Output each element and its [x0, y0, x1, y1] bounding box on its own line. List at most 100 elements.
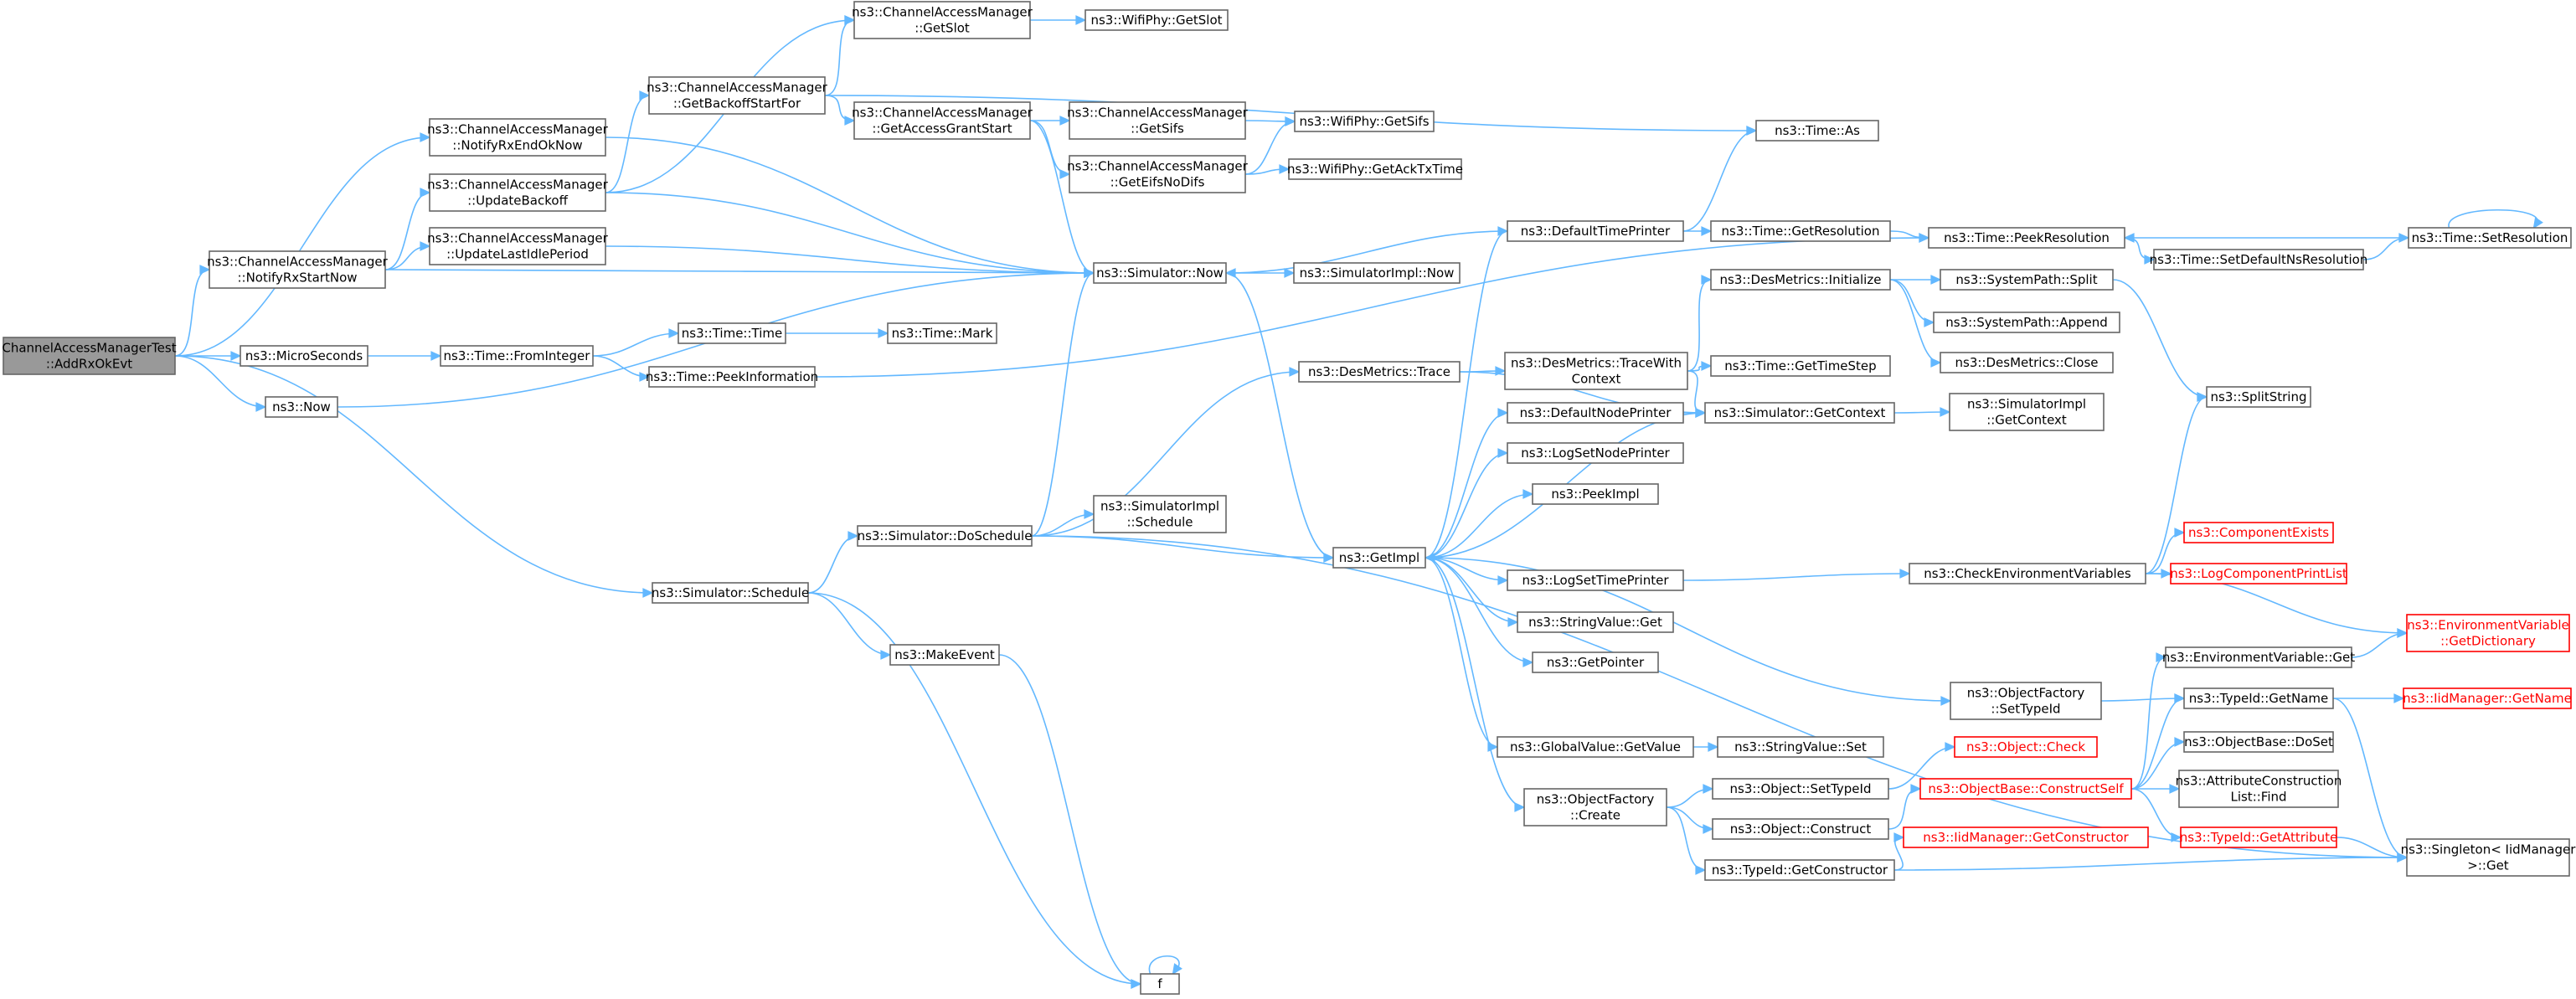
- node-simimpl-now[interactable]: ns3::SimulatorImpl::Now: [1293, 262, 1461, 284]
- node-singleton-get[interactable]: ns3::Singleton< IidManager>::Get: [2401, 838, 2576, 877]
- node-label: >::Get: [2467, 858, 2509, 873]
- node-logsettimeprinter[interactable]: ns3::LogSetTimePrinter: [1507, 569, 1684, 591]
- node-time-peekinfo[interactable]: ns3::Time::PeekInformation: [646, 366, 818, 388]
- node-typeid-getname[interactable]: ns3::TypeId::GetName: [2183, 687, 2334, 709]
- node-systempath-split[interactable]: ns3::SystemPath::Split: [1940, 269, 2114, 291]
- node-box: [652, 582, 809, 604]
- node-makeevent[interactable]: ns3::MakeEvent: [889, 644, 1000, 666]
- edge-line: [1225, 272, 1334, 559]
- node-objectbase-constructself[interactable]: ns3::ObjectBase::ConstructSelf: [1919, 778, 2132, 800]
- node-object-construct[interactable]: ns3::Object::Construct: [1712, 818, 1889, 840]
- node-box: [853, 101, 1031, 140]
- node-label: ::NotifyRxStartNow: [237, 270, 357, 286]
- node-typeid-getconstructor[interactable]: ns3::TypeId::GetConstructor: [1704, 859, 1895, 881]
- node-globalvalue-getvalue[interactable]: ns3::GlobalValue::GetValue: [1497, 736, 1694, 758]
- edge-arrowhead: [639, 90, 651, 100]
- node-typeid-getattribute[interactable]: ns3::TypeId::GetAttribute: [2180, 826, 2337, 848]
- node-box: [1928, 227, 2125, 249]
- edge-arrowhead: [2171, 832, 2182, 842]
- edge-arrowhead: [1131, 979, 1142, 989]
- node-label: ns3::SimulatorImpl: [1100, 499, 1219, 514]
- node-time-frominteger[interactable]: ns3::Time::FromInteger: [440, 345, 594, 367]
- node-cam-getslot[interactable]: ns3::ChannelAccessManager::GetSlot: [852, 1, 1033, 39]
- node-getimpl[interactable]: ns3::GetImpl: [1332, 547, 1426, 569]
- node-time-as[interactable]: ns3::Time::As: [1755, 120, 1879, 142]
- node-object-settypeid[interactable]: ns3::Object::SetTypeId: [1712, 778, 1889, 800]
- node-envvar-get[interactable]: ns3::EnvironmentVariable::Get: [2162, 646, 2355, 668]
- node-box: [1507, 569, 1684, 591]
- node-sim-getcontext[interactable]: ns3::Simulator::GetContext: [1704, 402, 1895, 424]
- node-splitstring[interactable]: ns3::SplitString: [2206, 386, 2311, 408]
- node-cam-geteifs[interactable]: ns3::ChannelAccessManager::GetEifsNoDifs: [1067, 155, 1249, 193]
- edge-desmetrics-tracewith-to-desmetrics-initialize: [1687, 275, 1713, 372]
- node-objectbase-doset[interactable]: ns3::ObjectBase::DoSet: [2183, 731, 2334, 753]
- node-desmetrics-trace[interactable]: ns3::DesMetrics::Trace: [1298, 361, 1461, 383]
- node-logcomponentprintlist[interactable]: ns3::LogComponentPrintList: [2170, 563, 2347, 584]
- node-box: [1909, 563, 2146, 584]
- node-iidmanager-getname[interactable]: ns3::IidManager::GetName: [2403, 687, 2572, 709]
- node-microseconds[interactable]: ns3::MicroSeconds: [240, 345, 368, 367]
- node-cam-notifyrxstart[interactable]: ns3::ChannelAccessManager::NotifyRxStart…: [207, 250, 389, 289]
- node-root[interactable]: ChannelAccessManagerTest::AddRxOkEvt: [2, 337, 177, 375]
- node-time-time[interactable]: ns3::Time::Time: [677, 322, 786, 344]
- node-cam-getsifs[interactable]: ns3::ChannelAccessManager::GetSifs: [1067, 101, 1249, 140]
- node-box: [1949, 393, 2105, 431]
- node-checkenvvars[interactable]: ns3::CheckEnvironmentVariables: [1909, 563, 2146, 584]
- node-cam-getbackoffstart[interactable]: ns3::ChannelAccessManager::GetBackoffSta…: [647, 76, 828, 115]
- node-cam-updatelastidle[interactable]: ns3::ChannelAccessManager::UpdateLastIdl…: [427, 227, 609, 265]
- node-sim-schedule[interactable]: ns3::Simulator::Schedule: [652, 582, 809, 604]
- node-defaulttimeprinter[interactable]: ns3::DefaultTimePrinter: [1507, 220, 1684, 242]
- node-desmetrics-initialize[interactable]: ns3::DesMetrics::Initialize: [1710, 269, 1891, 291]
- node-sim-now[interactable]: ns3::Simulator::Now: [1093, 262, 1227, 284]
- node-box: [2178, 770, 2339, 808]
- edge-arrowhead: [1522, 489, 1534, 499]
- edge-arrowhead: [1703, 784, 1714, 794]
- edge-time-frominteger-to-time-peekinfo: [592, 355, 651, 382]
- node-label: ns3::LogSetTimePrinter: [1522, 573, 1669, 588]
- node-sim-doschedule[interactable]: ns3::Simulator::DoSchedule: [857, 525, 1033, 547]
- node-envvar-getdictionary[interactable]: ns3::EnvironmentVariable::GetDictionary: [2406, 614, 2570, 652]
- edge-objectbase-constructself-to-typeid-getname: [2130, 693, 2186, 790]
- node-wifiphy-getslot[interactable]: ns3::WifiPhy::GetSlot: [1084, 9, 1229, 31]
- node-object-check[interactable]: ns3::Object::Check: [1954, 736, 2098, 758]
- node-wifiphy-getsifs[interactable]: ns3::WifiPhy::GetSifs: [1294, 111, 1435, 132]
- node-time-mark[interactable]: ns3::Time::Mark: [887, 322, 997, 344]
- node-time-setresolution[interactable]: ns3::Time::SetResolution: [2408, 227, 2572, 249]
- node-f[interactable]: f: [1140, 973, 1180, 995]
- node-cam-updatebackoff[interactable]: ns3::ChannelAccessManager::UpdateBackoff: [427, 173, 609, 212]
- edge-cam-notifyrxend-to-sim-now: [605, 136, 1095, 278]
- node-iidmanager-getconstructor[interactable]: ns3::IidManager::GetConstructor: [1903, 826, 2149, 848]
- node-now[interactable]: ns3::Now: [265, 396, 338, 418]
- node-time-getresolution[interactable]: ns3::Time::GetResolution: [1710, 220, 1891, 242]
- node-simimpl-schedule[interactable]: ns3::SimulatorImpl::Schedule: [1093, 495, 1227, 533]
- node-stringvalue-get[interactable]: ns3::StringValue::Get: [1517, 611, 1674, 633]
- edge-arrowhead: [1284, 268, 1296, 278]
- node-getpointer[interactable]: ns3::GetPointer: [1532, 651, 1659, 673]
- node-cam-notifyrxend[interactable]: ns3::ChannelAccessManager::NotifyRxEndOk…: [427, 118, 609, 157]
- node-systempath-append[interactable]: ns3::SystemPath::Append: [1933, 312, 2120, 333]
- node-time-setdefaultns[interactable]: ns3::Time::SetDefaultNsResolution: [2150, 249, 2368, 270]
- node-peekimpl[interactable]: ns3::PeekImpl: [1532, 483, 1659, 505]
- node-label: ns3::Time::SetDefaultNsResolution: [2150, 252, 2368, 267]
- node-time-gettimestep[interactable]: ns3::Time::GetTimeStep: [1710, 355, 1891, 377]
- node-simimpl-getcontext[interactable]: ns3::SimulatorImpl::GetContext: [1949, 393, 2105, 431]
- node-box: [1532, 483, 1659, 505]
- node-stringvalue-set[interactable]: ns3::StringValue::Set: [1717, 736, 1884, 758]
- node-label: ns3::WifiPhy::GetSifs: [1299, 114, 1429, 129]
- node-componentexists[interactable]: ns3::ComponentExists: [2183, 522, 2334, 543]
- node-logsetnodeprinter[interactable]: ns3::LogSetNodePrinter: [1507, 442, 1684, 464]
- node-objectfactory-settypeid[interactable]: ns3::ObjectFactory::SetTypeId: [1950, 682, 2102, 720]
- edge-arrowhead: [880, 650, 892, 660]
- node-defaultnodeprinter[interactable]: ns3::DefaultNodePrinter: [1507, 402, 1684, 424]
- node-label: ns3::SplitString: [2211, 389, 2307, 404]
- node-objectfactory-create[interactable]: ns3::ObjectFactory::Create: [1523, 788, 1667, 826]
- edge-arrowhead: [1075, 15, 1087, 25]
- node-wifiphy-getacktx[interactable]: ns3::WifiPhy::GetAckTxTime: [1287, 158, 1463, 180]
- node-cam-getaccessgrant[interactable]: ns3::ChannelAccessManager::GetAccessGran…: [852, 101, 1033, 140]
- node-desmetrics-close[interactable]: ns3::DesMetrics::Close: [1940, 352, 2114, 373]
- edge-line: [174, 269, 210, 357]
- node-time-peekresolution[interactable]: ns3::Time::PeekResolution: [1928, 227, 2125, 249]
- node-label: ns3::DefaultNodePrinter: [1520, 405, 1672, 420]
